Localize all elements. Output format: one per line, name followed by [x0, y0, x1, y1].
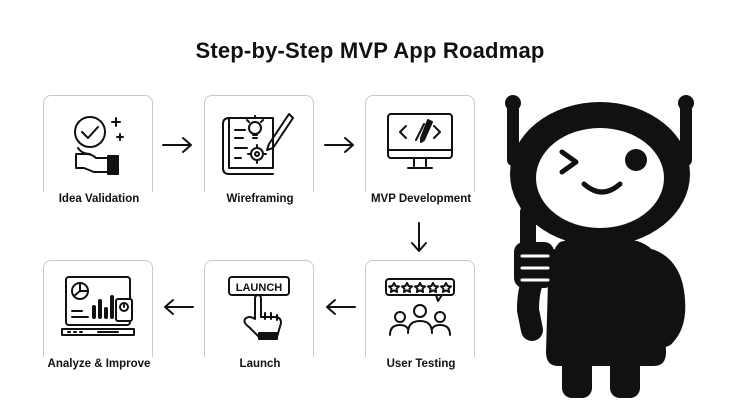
step-card: Idea Validation	[24, 95, 174, 206]
step-card: User Testing	[346, 260, 496, 371]
arrow-right-icon	[162, 137, 192, 153]
step-launch: LAUNCH Launch	[185, 260, 335, 371]
arrow-left-icon	[164, 299, 194, 315]
step-card: MVP Development	[346, 95, 496, 206]
step-label: Launch	[185, 357, 335, 371]
step-wireframing: Wireframing	[185, 95, 335, 206]
arrow-left-icon	[326, 299, 356, 315]
step-idea-validation: Idea Validation	[24, 95, 174, 206]
arrow-down-icon	[411, 222, 427, 252]
step-label: User Testing	[346, 357, 496, 371]
analytics-dashboard-icon	[61, 276, 135, 336]
step-user-testing: User Testing	[346, 260, 496, 371]
winking-robot-thumbs-up-icon	[505, 95, 694, 398]
step-label: Idea Validation	[24, 192, 174, 206]
launch-button-text: LAUNCH	[236, 282, 282, 294]
mvp-development-icon	[387, 113, 453, 169]
launch-button-icon: LAUNCH	[228, 276, 290, 340]
step-analyze-improve: Analyze & Improve	[24, 260, 174, 371]
wireframing-icon	[222, 113, 294, 175]
step-card: LAUNCH Launch	[185, 260, 335, 371]
step-card: Wireframing	[185, 95, 335, 206]
step-card: Analyze & Improve	[24, 260, 174, 371]
step-label: MVP Development	[346, 192, 496, 206]
step-mvp-development: MVP Development	[346, 95, 496, 206]
idea-validation-icon	[74, 116, 124, 175]
page-title: Step-by-Step MVP App Roadmap	[195, 38, 545, 63]
user-testing-icon	[385, 278, 455, 336]
step-label: Analyze & Improve	[24, 357, 174, 371]
step-label: Wireframing	[185, 192, 335, 206]
arrow-right-icon	[324, 137, 354, 153]
